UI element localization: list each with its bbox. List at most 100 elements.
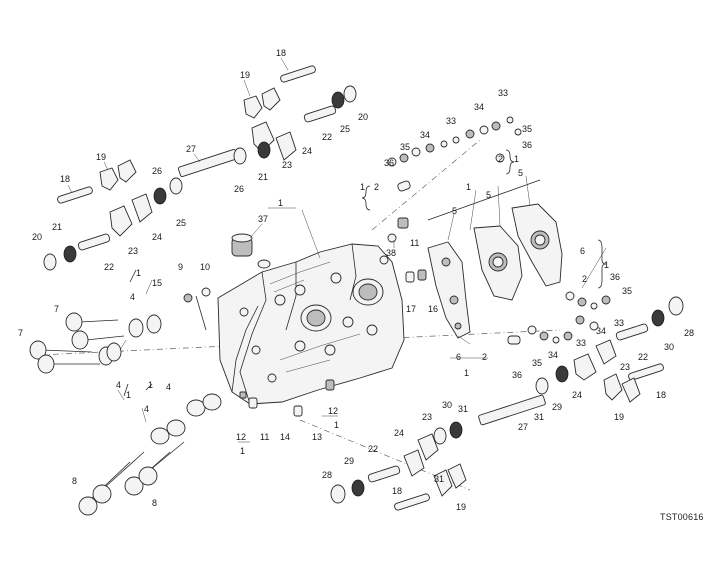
callout-2: 2 — [582, 274, 587, 284]
callout-19: 18 — [656, 390, 666, 400]
callout-2: 2 — [374, 182, 379, 192]
callout-1: 1 — [604, 260, 609, 270]
callout-23: 22 — [322, 132, 332, 142]
callout-30: 29 — [552, 402, 562, 412]
camshaft-end-parts — [43, 85, 684, 504]
callout-1: 1 — [466, 182, 471, 192]
callout-36: 36 — [384, 158, 394, 168]
callout-8: 8 — [152, 498, 157, 508]
callout-1: 1 — [514, 154, 519, 164]
callout-22: 21 — [52, 222, 62, 232]
callout-29: 28 — [684, 328, 694, 338]
callout-1: 1 — [136, 268, 141, 278]
callout-19: 18 — [276, 48, 286, 58]
callout-1: 1 — [278, 198, 283, 208]
callout-1: 1 — [464, 368, 469, 378]
callout-36: 36 — [512, 370, 522, 380]
small-components — [183, 217, 427, 417]
callout-7: 7 — [18, 328, 23, 338]
callout-24: 23 — [128, 246, 138, 256]
callout-3: 4 — [144, 404, 149, 414]
callout-23: 22 — [638, 352, 648, 362]
callout-1: 1 — [148, 380, 153, 390]
callout-20: 19 — [96, 152, 106, 162]
callout-28: 27 — [518, 422, 528, 432]
cylinder-head — [217, 243, 405, 405]
callout-14: 13 — [312, 432, 322, 442]
callout-13: 12 — [328, 406, 338, 416]
callout-3: 4 — [166, 382, 171, 392]
callout-33: 33 — [614, 318, 624, 328]
callout-21: 20 — [32, 232, 42, 242]
valves — [29, 312, 222, 516]
callout-32: 31 — [458, 404, 468, 414]
callout-20: 19 — [240, 70, 250, 80]
callout-35: 35 — [532, 358, 542, 368]
callout-23: 22 — [104, 262, 114, 272]
callout-16: 15 — [152, 278, 162, 288]
callout-8: 8 — [72, 476, 77, 486]
callout-24: 23 — [422, 412, 432, 422]
callout-32: 31 — [534, 412, 544, 422]
callout-5: 5 — [486, 190, 491, 200]
callout-26: 25 — [340, 124, 350, 134]
callout-2: 2 — [482, 352, 487, 362]
rocker-shafts — [57, 65, 664, 511]
callout-34: 34 — [420, 130, 430, 140]
callout-6: 6 — [580, 246, 585, 256]
callout-5: 5 — [452, 206, 457, 216]
callout-32: 31 — [434, 474, 444, 484]
valve-shims — [387, 116, 611, 345]
callout-4: 4 — [116, 380, 121, 390]
callout-37: 37 — [258, 214, 268, 224]
callout-25: 24 — [152, 232, 162, 242]
callout-20: 19 — [456, 502, 466, 512]
callout-35: 35 — [622, 286, 632, 296]
callout-24: 23 — [282, 160, 292, 170]
callout-31: 30 — [442, 400, 452, 410]
brackets — [123, 149, 607, 397]
callout-17: 16 — [428, 304, 438, 314]
callout-36: 36 — [522, 140, 532, 150]
callout-5: 5 — [518, 168, 523, 178]
callout-31: 30 — [664, 342, 674, 352]
callout-35: 35 — [400, 142, 410, 152]
callout-35: 35 — [522, 124, 532, 134]
callout-1: 1 — [334, 420, 339, 430]
callout-25: 24 — [302, 146, 312, 156]
callout-36: 36 — [610, 272, 620, 282]
callout-6: 6 — [456, 352, 461, 362]
callout-25: 24 — [394, 428, 404, 438]
callout-33: 33 — [498, 88, 508, 98]
callout-4: 4 — [130, 292, 135, 302]
callout-12: 12 — [236, 432, 246, 442]
callout-33: 33 — [576, 338, 586, 348]
callout-20: 19 — [614, 412, 624, 422]
callout-1: 1 — [126, 390, 131, 400]
callout-29: 28 — [322, 470, 332, 480]
callout-34: 34 — [474, 102, 484, 112]
callout-7: 7 — [54, 304, 59, 314]
rocker-arms — [99, 87, 641, 497]
callout-19: 18 — [60, 174, 70, 184]
callout-30: 29 — [344, 456, 354, 466]
callout-27: 26 — [234, 184, 244, 194]
callout-19: 18 — [392, 486, 402, 496]
callout-24: 23 — [620, 362, 630, 372]
camshafts — [177, 149, 546, 426]
callout-33: 33 — [446, 116, 456, 126]
callout-9: 9 — [178, 262, 183, 272]
callout-21: 20 — [358, 112, 368, 122]
callout-11: 11 — [260, 432, 269, 442]
callout-34: 34 — [548, 350, 558, 360]
callout-18: 17 — [406, 304, 416, 314]
leader-lines — [67, 57, 607, 443]
rocker-support-plates — [427, 179, 563, 339]
callout-11: 11 — [410, 238, 419, 248]
callout-1: 1 — [360, 182, 365, 192]
callout-labels: 18 19 20 22 25 24 23 21 26 27 26 19 18 2… — [18, 48, 694, 512]
callout-23: 22 — [368, 444, 378, 454]
callout-1: 1 — [240, 446, 245, 456]
callout-2: 2 — [498, 154, 503, 164]
